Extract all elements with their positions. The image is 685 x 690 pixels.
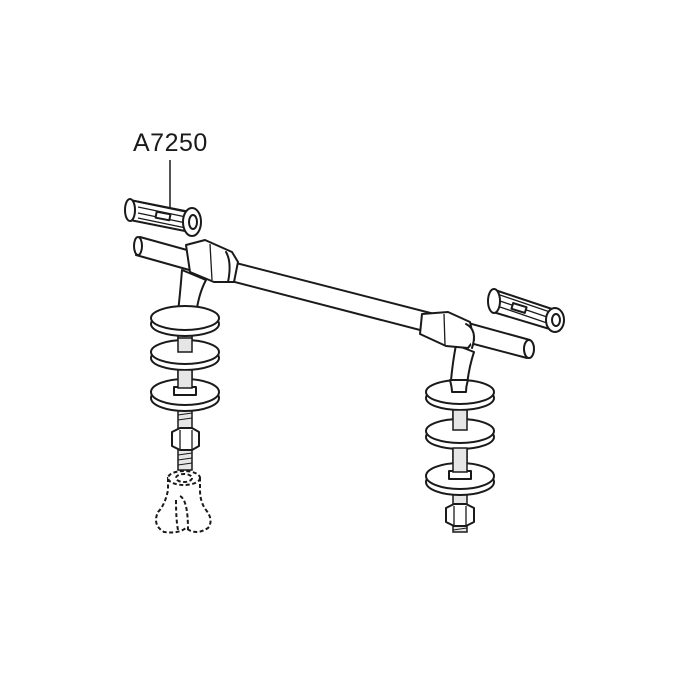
- right-bolt-assembly: [425, 379, 495, 533]
- right-washer-1: [425, 379, 495, 411]
- left-hex-nut: [171, 427, 200, 451]
- left-washer-1: [150, 305, 220, 337]
- tightening-key-hidden: [155, 470, 212, 534]
- right-expanding-plug: [487, 288, 565, 333]
- right-washer-3: [425, 447, 495, 496]
- left-washer-3: [150, 369, 220, 412]
- left-washer-2: [150, 337, 220, 371]
- right-washer-2: [425, 409, 495, 450]
- left-bolt-assembly: [150, 305, 220, 471]
- left-expanding-plug: [124, 198, 202, 237]
- left-hinge-bracket: [177, 239, 239, 317]
- part-number-label: A7250: [133, 129, 208, 157]
- right-hex-nut: [445, 503, 475, 527]
